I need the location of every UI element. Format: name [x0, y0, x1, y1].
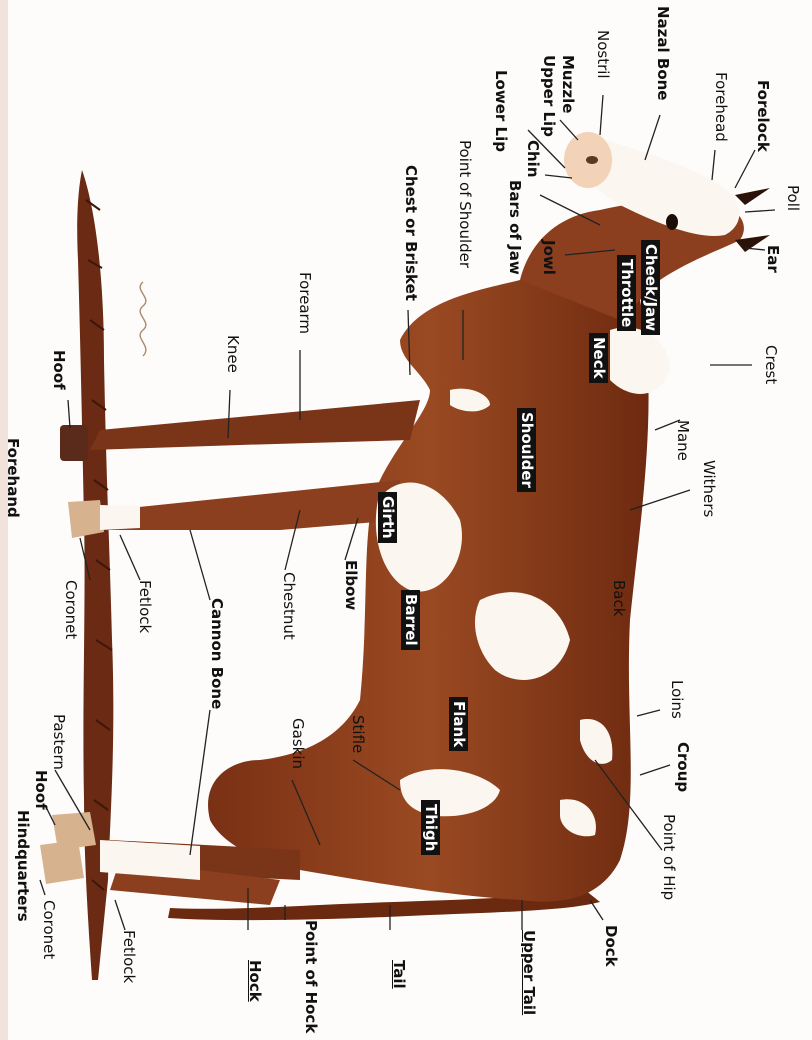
label-pastern: Pastern — [51, 714, 66, 770]
label-jowl: Jowl — [541, 240, 556, 275]
label-coronet-front: Coronet — [63, 580, 78, 639]
hind-socks — [100, 840, 200, 880]
leader-fetlock — [120, 535, 140, 580]
label-girth: Girth — [378, 492, 397, 543]
label-nostril: Nostril — [595, 30, 610, 79]
label-elbow: Elbow — [343, 560, 358, 610]
leader-muzzle — [560, 120, 578, 140]
label-fetlock-hind: Fetlock — [121, 930, 136, 983]
eye-shape — [666, 214, 678, 230]
label-back: Back — [611, 580, 626, 616]
nostril-shape — [586, 156, 598, 164]
leader-cannon-hind — [190, 710, 210, 855]
leader-forehead — [712, 150, 715, 180]
label-coronet-hind: Coronet — [41, 900, 56, 959]
patch-neck — [610, 327, 670, 394]
label-forearm: Forearm — [297, 272, 312, 334]
label-hoof-front: Hoof — [51, 350, 66, 390]
front-sock — [100, 505, 140, 530]
label-crest: Crest — [763, 345, 778, 384]
label-ear: Ear — [765, 245, 780, 273]
label-muzzle: Muzzle — [560, 55, 575, 113]
label-point-of-hip: Point of Hip — [661, 814, 676, 900]
label-point-of-hock: Point of Hock — [303, 920, 318, 1033]
label-cheek-jaw: Cheek/Jaw — [641, 240, 660, 335]
leader-chin — [545, 175, 572, 178]
label-tail: Tail — [391, 960, 406, 989]
label-knee: Knee — [225, 335, 240, 373]
label-poll: Poll — [785, 185, 800, 211]
leader-fetlock-hind — [115, 900, 125, 930]
label-chin: Chin — [525, 140, 540, 178]
ear-upper — [735, 188, 770, 205]
label-barrel: Barrel — [401, 590, 420, 650]
label-cannon-bone: Cannon Bone — [209, 598, 224, 709]
label-shoulder: Shoulder — [517, 408, 536, 492]
leader-dock — [590, 900, 603, 920]
label-neck: Neck — [589, 333, 608, 383]
page-edge — [0, 0, 6, 1040]
label-forehand: Forehand — [5, 438, 20, 518]
front-hoof-near — [68, 500, 104, 538]
label-bars-of-jaw: Bars of Jaw — [507, 180, 522, 275]
leader-forelock — [735, 150, 755, 188]
label-chest-or-brisket: Chest or Brisket — [403, 165, 418, 301]
artist-signature — [128, 280, 158, 360]
label-upper-lip: Upper Lip — [541, 55, 556, 137]
label-forelock: Forelock — [755, 80, 770, 152]
leader-loins — [637, 710, 660, 716]
label-dock: Dock — [603, 925, 618, 967]
leader-nazal-bone — [645, 115, 660, 160]
leader-cannon — [190, 530, 210, 600]
label-forehead: Forehead — [713, 72, 728, 142]
label-point-of-shoulder: Point of Shoulder — [457, 140, 472, 268]
label-hindquarters: Hindquarters — [15, 810, 30, 922]
label-chestnut: Chestnut — [281, 572, 296, 640]
label-upper-tail: Upper Tail — [521, 930, 536, 1015]
hind-hoof-near — [40, 840, 84, 884]
leader-croup — [640, 765, 670, 775]
label-gaskin: Gaskin — [290, 718, 305, 769]
label-loins: Loins — [669, 680, 684, 719]
label-lower-lip: Lower Lip — [493, 70, 508, 152]
label-throttle: Throttle — [617, 255, 636, 331]
label-stifle: Stifle — [350, 715, 365, 753]
leader-poll — [745, 210, 775, 212]
label-hock: Hock — [247, 960, 262, 1002]
leader-coronet-hind — [40, 880, 45, 895]
leader-hoof-front — [68, 400, 70, 428]
leader-nostril — [600, 95, 603, 135]
front-leg-near — [100, 480, 400, 530]
label-fetlock-front: Fetlock — [137, 580, 152, 633]
label-mane: Mane — [675, 420, 690, 461]
label-thigh: Thigh — [421, 800, 440, 855]
label-hoof-hind: Hoof — [33, 770, 48, 810]
label-croup: Croup — [675, 742, 690, 792]
front-leg-far — [90, 400, 420, 450]
label-nazal-bone: Nazal Bone — [655, 6, 670, 100]
label-withers: Withers — [701, 460, 716, 517]
front-hoof-far — [60, 425, 88, 461]
label-flank: Flank — [449, 697, 468, 751]
